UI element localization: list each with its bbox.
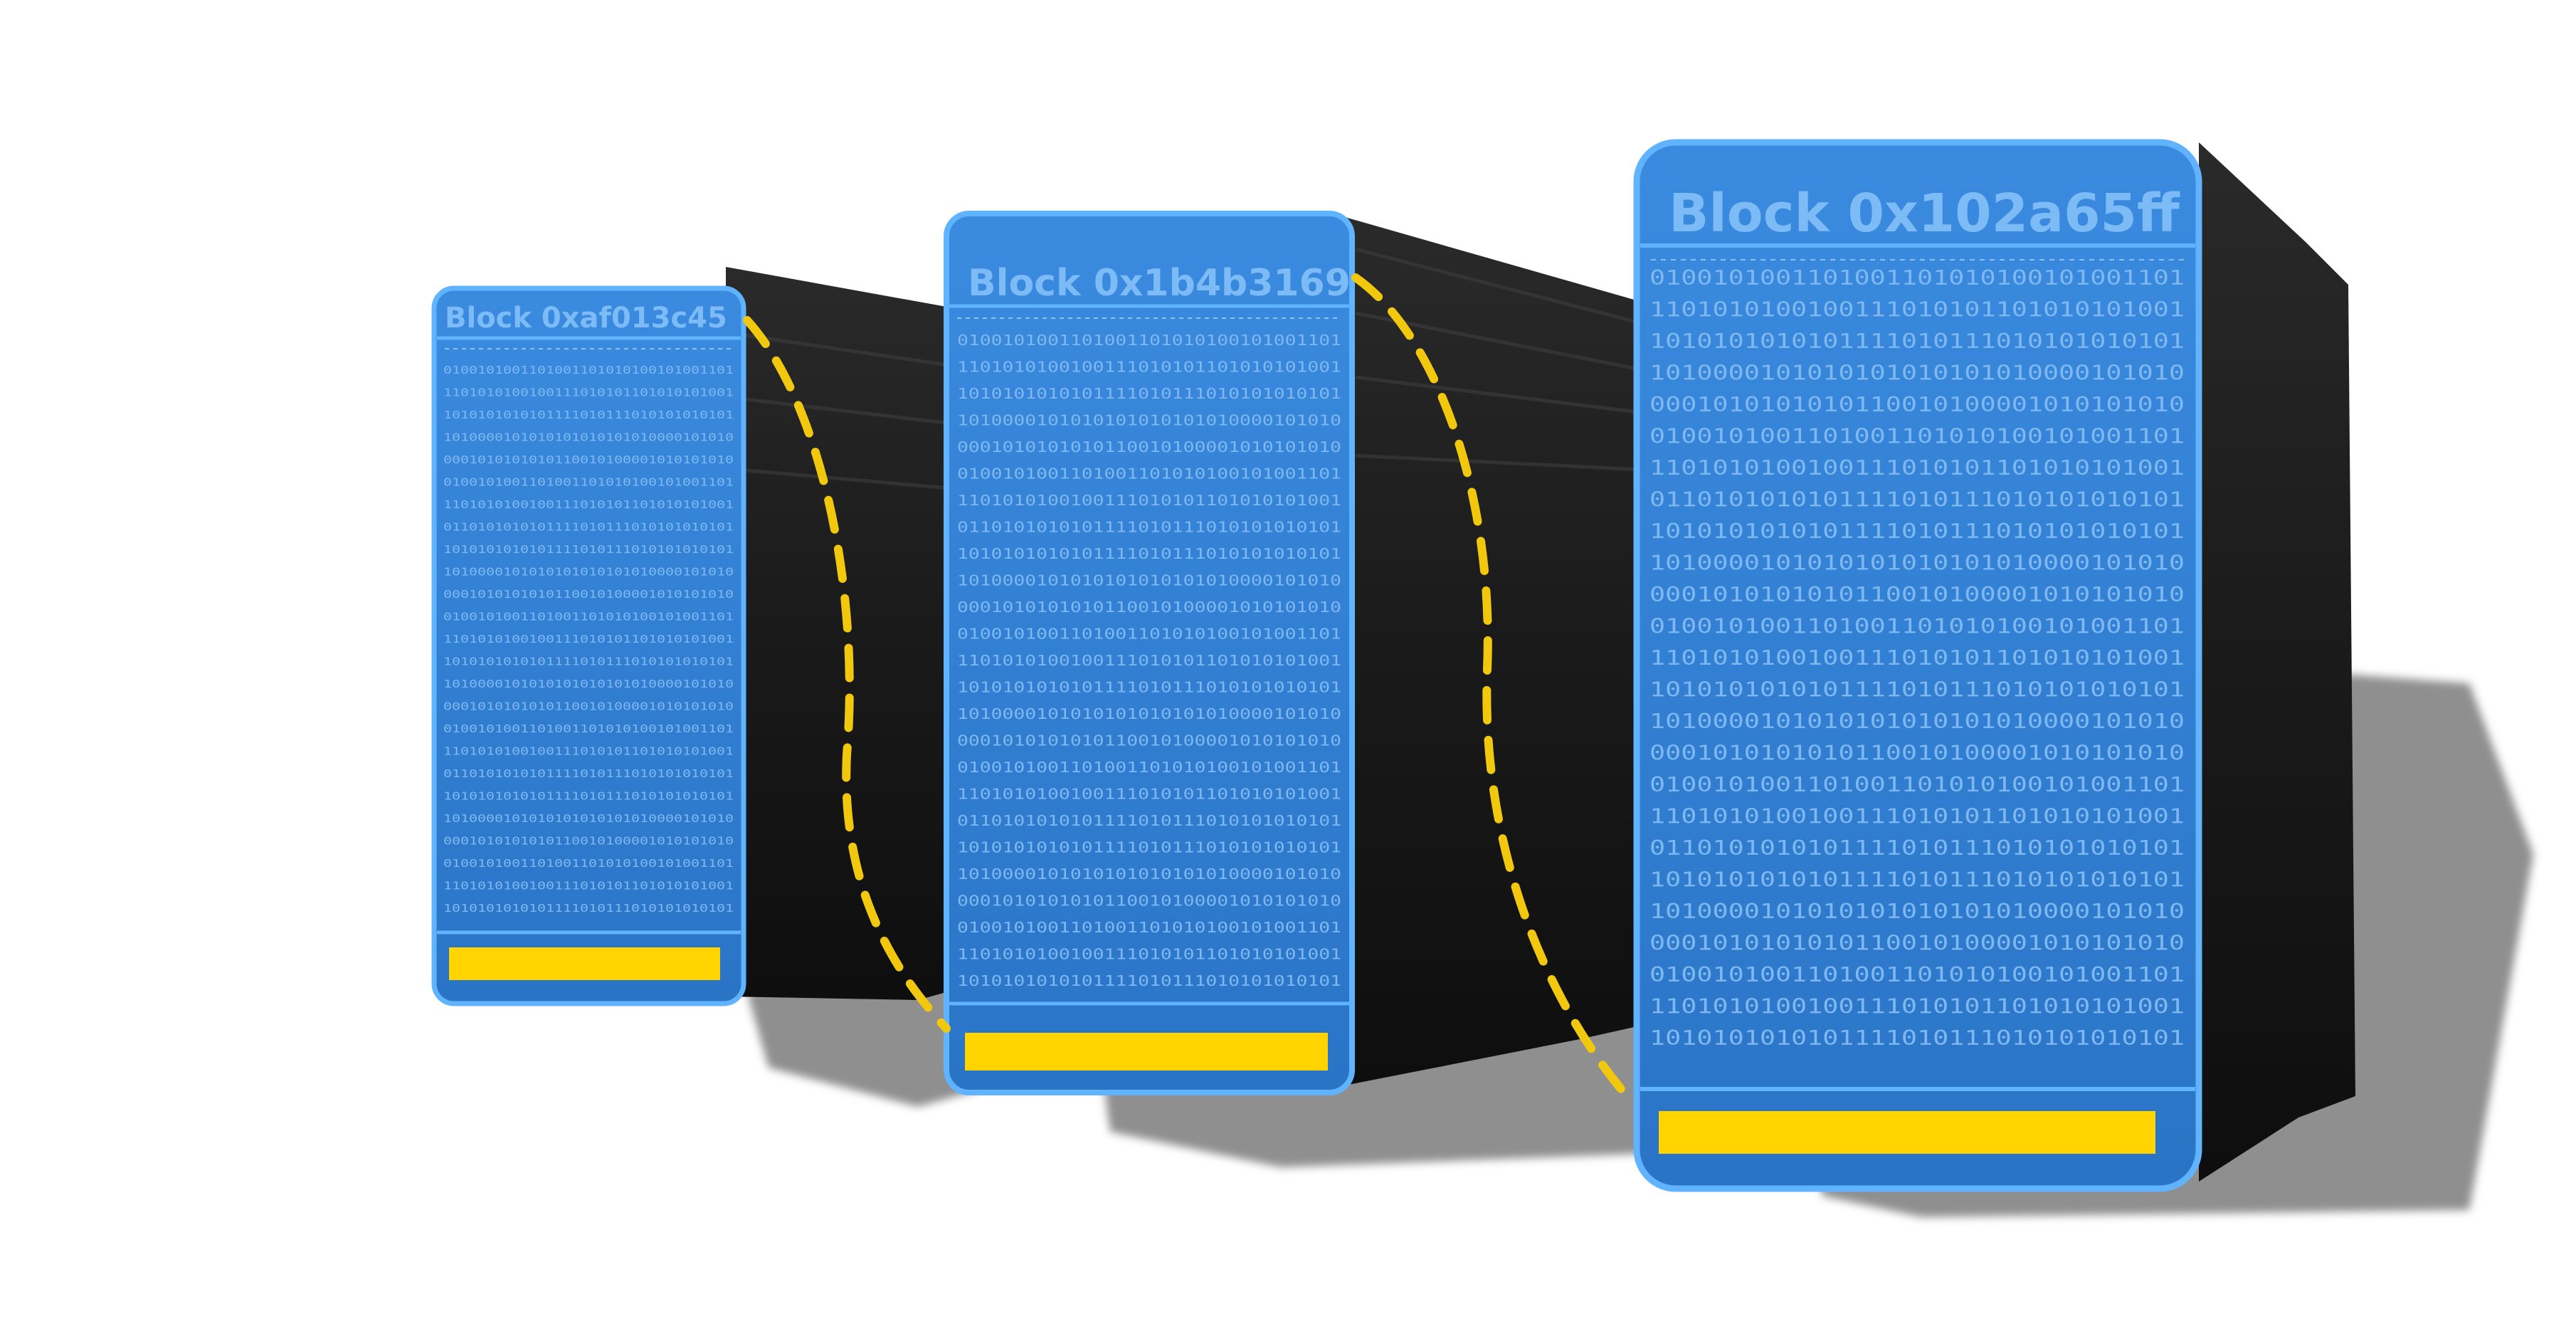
binary-line: 1010101010101111010111010101010101 xyxy=(957,679,1341,696)
binary-line: 1010101010101111010111010101010101 xyxy=(1649,1026,2185,1050)
binary-line: 1010000101010101010101010000101010 xyxy=(1649,710,2185,733)
binary-line: 0100101001101001101010100101001101 xyxy=(957,759,1341,776)
binary-line: 1010000101010101010101010000101010 xyxy=(957,412,1341,429)
binary-line: 1010101010101111010111010101010101 xyxy=(443,790,734,803)
binary-line: 0001010101010110010100001010101010 xyxy=(1649,932,2185,955)
binary-line: 0001010101010110010100001010101010 xyxy=(957,599,1341,616)
binary-line: 1010101010101111010111010101010101 xyxy=(443,902,734,915)
binary-line: 0100101001101001101010100101001101 xyxy=(1649,963,2185,987)
block-3-face xyxy=(1633,139,2202,1192)
binary-line: 1101010100100111010101101010101001 xyxy=(1649,646,2185,670)
binary-line: 0110101010101111010111010101010101 xyxy=(957,812,1341,829)
block-1-binary-data: 0100101001101001101010100101001101 110101… xyxy=(443,364,734,915)
binary-line: 1010000101010101010101010000101010 xyxy=(443,678,734,690)
binary-line: 1010101010101111010111010101010101 xyxy=(957,839,1341,856)
block-2-face xyxy=(944,211,1355,1095)
binary-line: 1010000101010101010101010000101010 xyxy=(957,866,1341,883)
binary-line: 1101010100100111010101101010101001 xyxy=(443,880,734,893)
block-2-side xyxy=(1345,217,1644,1085)
binary-line: 1101010100100111010101101010101001 xyxy=(957,946,1341,963)
binary-line: 1101010100100111010101101010101001 xyxy=(1649,805,2185,828)
binary-line: 1010000101010101010101010000101010 xyxy=(957,572,1341,589)
block-1-face xyxy=(431,285,746,1006)
binary-line: 1101010100100111010101101010101001 xyxy=(957,359,1341,376)
block-3-status-bar xyxy=(1657,1110,2157,1155)
binary-line: 0100101001101001101010100101001101 xyxy=(1649,425,2185,448)
binary-line: 0001010101010110010100001010101010 xyxy=(1649,393,2185,416)
binary-line: 0100101001101001101010100101001101 xyxy=(443,722,734,735)
block-2-binary-data: 0100101001101001101010100101001101 110101… xyxy=(957,332,1341,989)
block-1-side-ridges xyxy=(739,332,983,493)
binary-line: 1010101010101111010111010101010101 xyxy=(1649,330,2185,353)
binary-line: 0100101001101001101010100101001101 xyxy=(1649,773,2185,796)
binary-line: 0001010101010110010100001010101010 xyxy=(443,588,734,601)
binary-line: 1101010100100111010101101010101001 xyxy=(1649,995,2185,1019)
binary-line: 1010000101010101010101010000101010 xyxy=(443,431,734,444)
binary-line: 1010000101010101010101010000101010 xyxy=(957,705,1341,722)
block-3-side xyxy=(2199,142,2355,1182)
binary-line: 0110101010101111010111010101010101 xyxy=(957,519,1341,536)
block-1-status-bar xyxy=(448,946,722,982)
binary-line: 1101010100100111010101101010101001 xyxy=(443,498,734,511)
binary-line: 1010101010101111010111010101010101 xyxy=(443,543,734,556)
chain-link-1-2 xyxy=(743,316,951,1033)
block-2-title: Block 0x1b4b3169 xyxy=(968,262,1351,305)
binary-line: 1010101010101111010111010101010101 xyxy=(1649,678,2185,702)
binary-line: 0001010101010110010100001010101010 xyxy=(957,438,1341,456)
block-2: Block 0x1b4b3169 01001010011010011010101… xyxy=(944,211,1645,1095)
binary-line: 0100101001101001101010100101001101 xyxy=(443,364,734,377)
binary-line: 0001010101010110010100001010101010 xyxy=(443,453,734,466)
binary-line: 1010000101010101010101010000101010 xyxy=(1649,552,2185,575)
binary-line: 0100101001101001101010100101001101 xyxy=(1649,615,2185,638)
binary-line: 0001010101010110010100001010101010 xyxy=(1649,742,2185,765)
binary-line: 1101010100100111010101101010101001 xyxy=(443,745,734,758)
binary-line: 0001010101010110010100001010101010 xyxy=(957,893,1341,910)
binary-line: 1010000101010101010101010000101010 xyxy=(443,566,734,579)
binary-line: 1101010100100111010101101010101001 xyxy=(1649,456,2185,480)
binary-line: 1101010100100111010101101010101001 xyxy=(443,633,734,646)
binary-line: 1010101010101111010111010101010101 xyxy=(957,972,1341,989)
binary-line: 1010101010101111010111010101010101 xyxy=(1649,868,2185,892)
binary-line: 1010101010101111010111010101010101 xyxy=(957,385,1341,402)
binary-line: 1010101010101111010111010101010101 xyxy=(957,545,1341,562)
block-2-status-bar xyxy=(964,1031,1329,1072)
chain-link-2-3 xyxy=(1351,273,1637,1108)
block-3-binary-data: 0100101001101001101010100101001101 110101… xyxy=(1649,266,2185,1050)
binary-line: 0100101001101001101010100101001101 xyxy=(443,857,734,870)
binary-line: 0100101001101001101010100101001101 xyxy=(1649,266,2185,290)
binary-line: 1010000101010101010101010000101010 xyxy=(1649,362,2185,385)
binary-line: 0100101001101001101010100101001101 xyxy=(957,919,1341,936)
binary-line: 0001010101010110010100001010101010 xyxy=(443,835,734,848)
binary-line: 1101010100100111010101101010101001 xyxy=(957,492,1341,509)
binary-line: 0100101001101001101010100101001101 xyxy=(957,332,1341,349)
binary-line: 0100101001101001101010100101001101 xyxy=(443,476,734,489)
binary-line: 0001010101010110010100001010101010 xyxy=(1649,583,2185,606)
binary-line: 0100101001101001101010100101001101 xyxy=(443,611,734,624)
binary-line: 1101010100100111010101101010101001 xyxy=(443,386,734,399)
block-1-side xyxy=(726,267,982,1000)
block-1: Block 0xaf013c45 01001010011010011010101… xyxy=(431,267,983,1006)
block-3: Block 0x102a65ff 01001010011010011010101… xyxy=(1633,139,2355,1192)
binary-line: 1010101010101111010111010101010101 xyxy=(443,656,734,668)
block-3-title: Block 0x102a65ff xyxy=(1669,183,2180,244)
binary-line: 0001010101010110010100001010101010 xyxy=(957,732,1341,749)
binary-line: 1101010100100111010101101010101001 xyxy=(957,652,1341,669)
binary-line: 1101010100100111010101101010101001 xyxy=(1649,298,2185,322)
binary-line: 0110101010101111010111010101010101 xyxy=(443,767,734,780)
binary-line: 1010101010101111010111010101010101 xyxy=(443,409,734,421)
binary-line: 0100101001101001101010100101001101 xyxy=(957,465,1341,483)
binary-line: 0110101010101111010111010101010101 xyxy=(1649,488,2185,512)
binary-line: 0110101010101111010111010101010101 xyxy=(443,521,734,534)
binary-line: 1010000101010101010101010000101010 xyxy=(1649,900,2185,923)
binary-line: 0001010101010110010100001010101010 xyxy=(443,700,734,713)
block-1-title: Block 0xaf013c45 xyxy=(445,302,727,335)
binary-line: 0110101010101111010111010101010101 xyxy=(1649,836,2185,860)
binary-line: 1010000101010101010101010000101010 xyxy=(443,812,734,825)
binary-line: 1101010100100111010101101010101001 xyxy=(957,786,1341,803)
binary-line: 1010101010101111010111010101010101 xyxy=(1649,520,2185,543)
binary-line: 0100101001101001101010100101001101 xyxy=(957,626,1341,643)
